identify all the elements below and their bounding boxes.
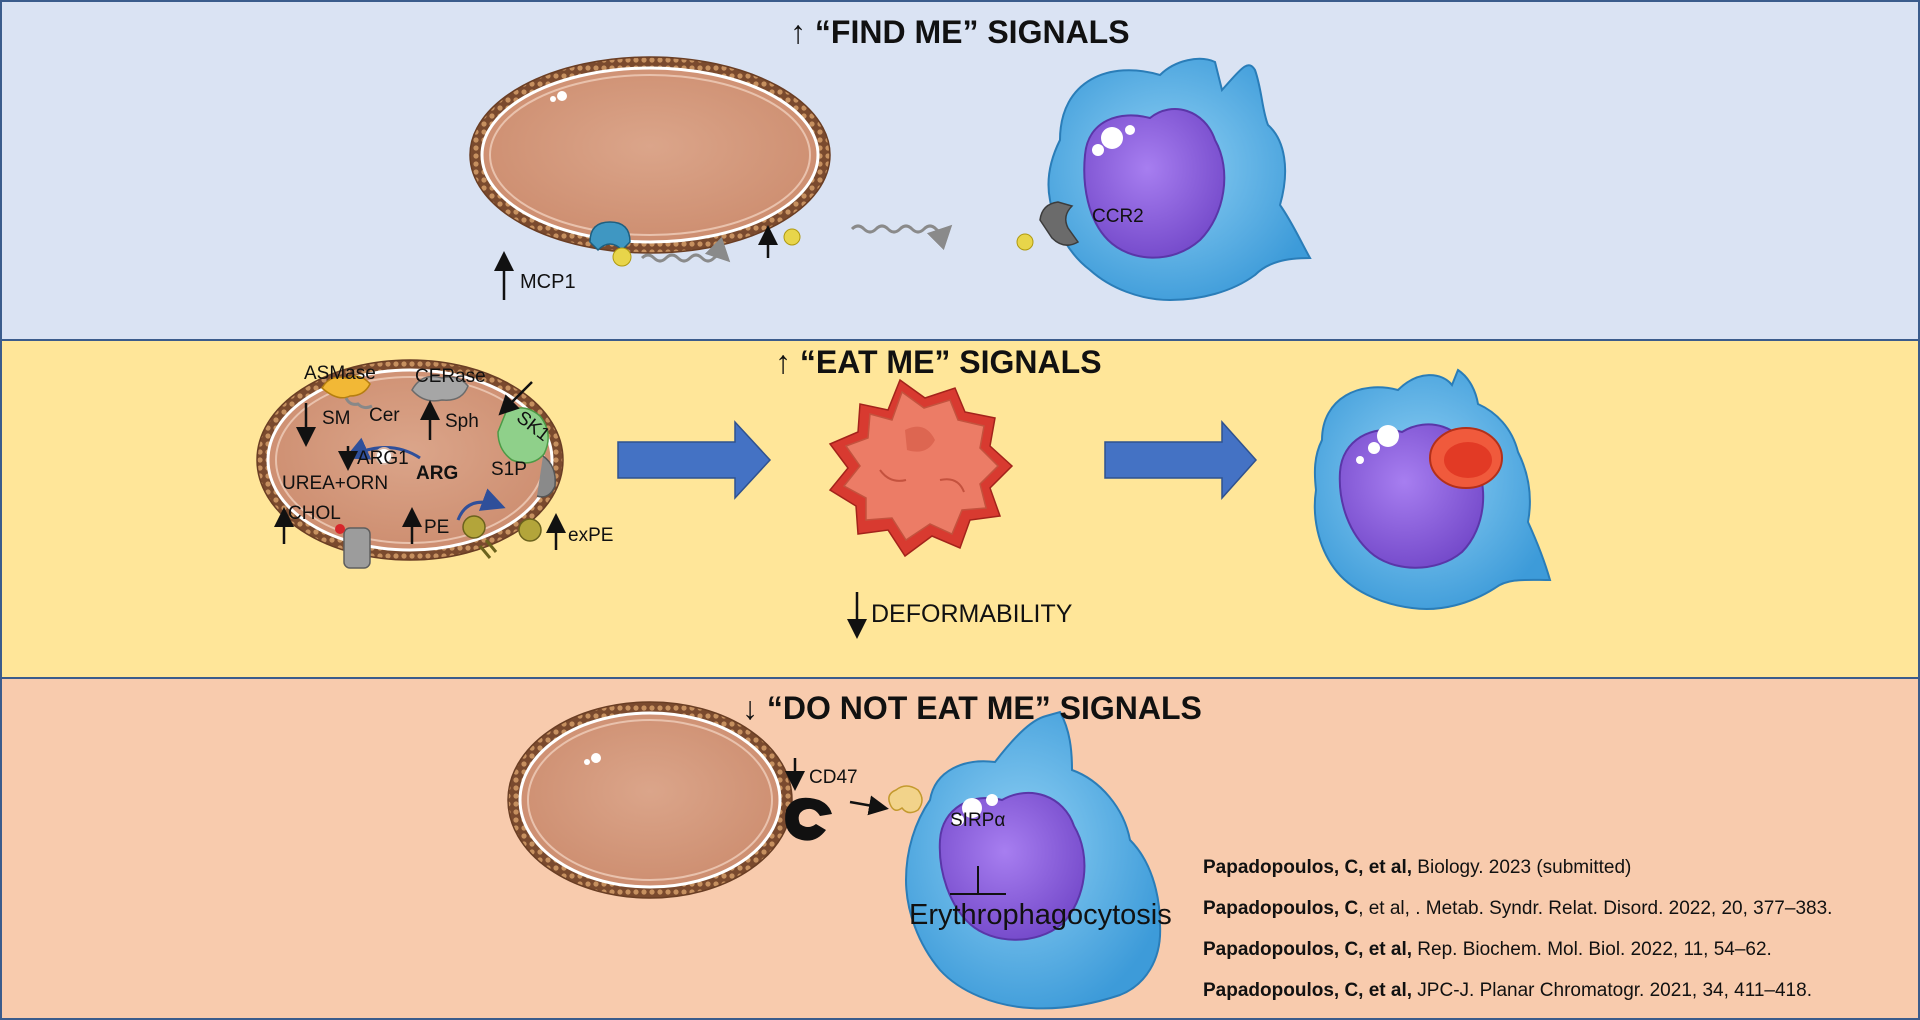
chol-label: CHOL: [288, 503, 341, 524]
sirpa-receptor: [888, 785, 923, 814]
eat-me-macrophage: [1313, 368, 1552, 610]
find-me-signal-wave-1: [640, 236, 731, 263]
reference-1-author: Papadopoulos, C, et al,: [1203, 857, 1413, 878]
cd47-sirpa-arrow: [849, 795, 889, 816]
ccr2-label: CCR2: [1092, 206, 1144, 227]
reference-2-source: , et al, . Metab. Syndr. Relat. Disord. …: [1358, 898, 1833, 919]
sirpa-label: SIRPα: [950, 810, 1006, 831]
pe-molecules: [462, 515, 542, 559]
cerase-label: CERase: [415, 366, 486, 387]
reference-1: Papadopoulos, C, et al, Biology. 2023 (s…: [1203, 858, 1631, 877]
cholesterol-molecule: [335, 524, 371, 569]
deformability-label: DEFORMABILITY: [871, 600, 1073, 628]
expe-label: exPE: [568, 525, 614, 546]
asmase-label: ASMase: [304, 363, 376, 384]
mcp1-receptor: [589, 221, 632, 267]
find-me-macrophage: [1047, 57, 1312, 302]
do-not-eat-me-red-blood-cell: [507, 701, 793, 899]
sm-label: SM: [322, 408, 351, 429]
ccr2-receptor: [1039, 201, 1080, 246]
sk1-enzyme: [497, 407, 549, 464]
s1p-label: S1P: [491, 459, 527, 480]
find-me-title: ↑ “FIND ME” SIGNALS: [790, 14, 1130, 50]
cer-label: Cer: [369, 405, 400, 426]
find-me-red-blood-cell: [469, 56, 831, 254]
reference-2: Papadopoulos, C, et al, . Metab. Syndr. …: [1203, 899, 1832, 918]
arginine-dot: [375, 447, 393, 465]
inhibition-symbol: [950, 866, 1006, 895]
deformed-red-blood-cell: [828, 378, 1014, 558]
do-not-eat-me-macrophage: [904, 710, 1162, 1010]
reference-2-author: Papadopoulos, C: [1203, 898, 1359, 919]
arg-label: ARG: [416, 463, 459, 484]
sph-label: Sph: [445, 411, 479, 432]
reference-3: Papadopoulos, C, et al, Rep. Biochem. Mo…: [1203, 940, 1772, 959]
mcp1-label: MCP1: [520, 271, 576, 293]
process-arrow-1: [617, 420, 772, 500]
s1p-transporter: [536, 455, 556, 498]
cd47-receptor: [785, 797, 832, 841]
cd47-label: CD47: [809, 767, 858, 788]
do-not-eat-me-title: ↓ “DO NOT EAT ME” SIGNALS: [742, 690, 1202, 726]
mcp1-ligand-near-receptor: [1016, 233, 1034, 251]
reference-4: Papadopoulos, C, et al, JPC-J. Planar Ch…: [1203, 981, 1812, 1000]
reference-4-author: Papadopoulos, C, et al,: [1203, 980, 1413, 1001]
sk1-down-arrow: [498, 381, 533, 416]
reference-3-source: Rep. Biochem. Mol. Biol. 2022, 11, 54–62…: [1412, 939, 1772, 960]
eat-me-title: ↑ “EAT ME” SIGNALS: [775, 344, 1102, 380]
urea-orn-label: UREA+ORN: [282, 473, 389, 494]
process-arrow-2: [1104, 420, 1258, 500]
erythrophagocytosis-label: Erythrophagocytosis: [909, 899, 1172, 931]
arg1-label: ARG1: [357, 448, 409, 469]
reference-4-source: JPC-J. Planar Chromatogr. 2021, 34, 411–…: [1412, 980, 1812, 1001]
mcp1-ligand: [783, 228, 801, 246]
panel-find-me: [0, 0, 1920, 341]
reference-1-source: Biology. 2023 (submitted): [1412, 857, 1632, 878]
pe-label: PE: [424, 517, 450, 538]
asmase-enzyme: [321, 375, 373, 410]
pe-flip-arrow: [456, 488, 506, 521]
reference-3-author: Papadopoulos, C, et al,: [1203, 939, 1413, 960]
find-me-signal-wave-2: [850, 224, 953, 251]
